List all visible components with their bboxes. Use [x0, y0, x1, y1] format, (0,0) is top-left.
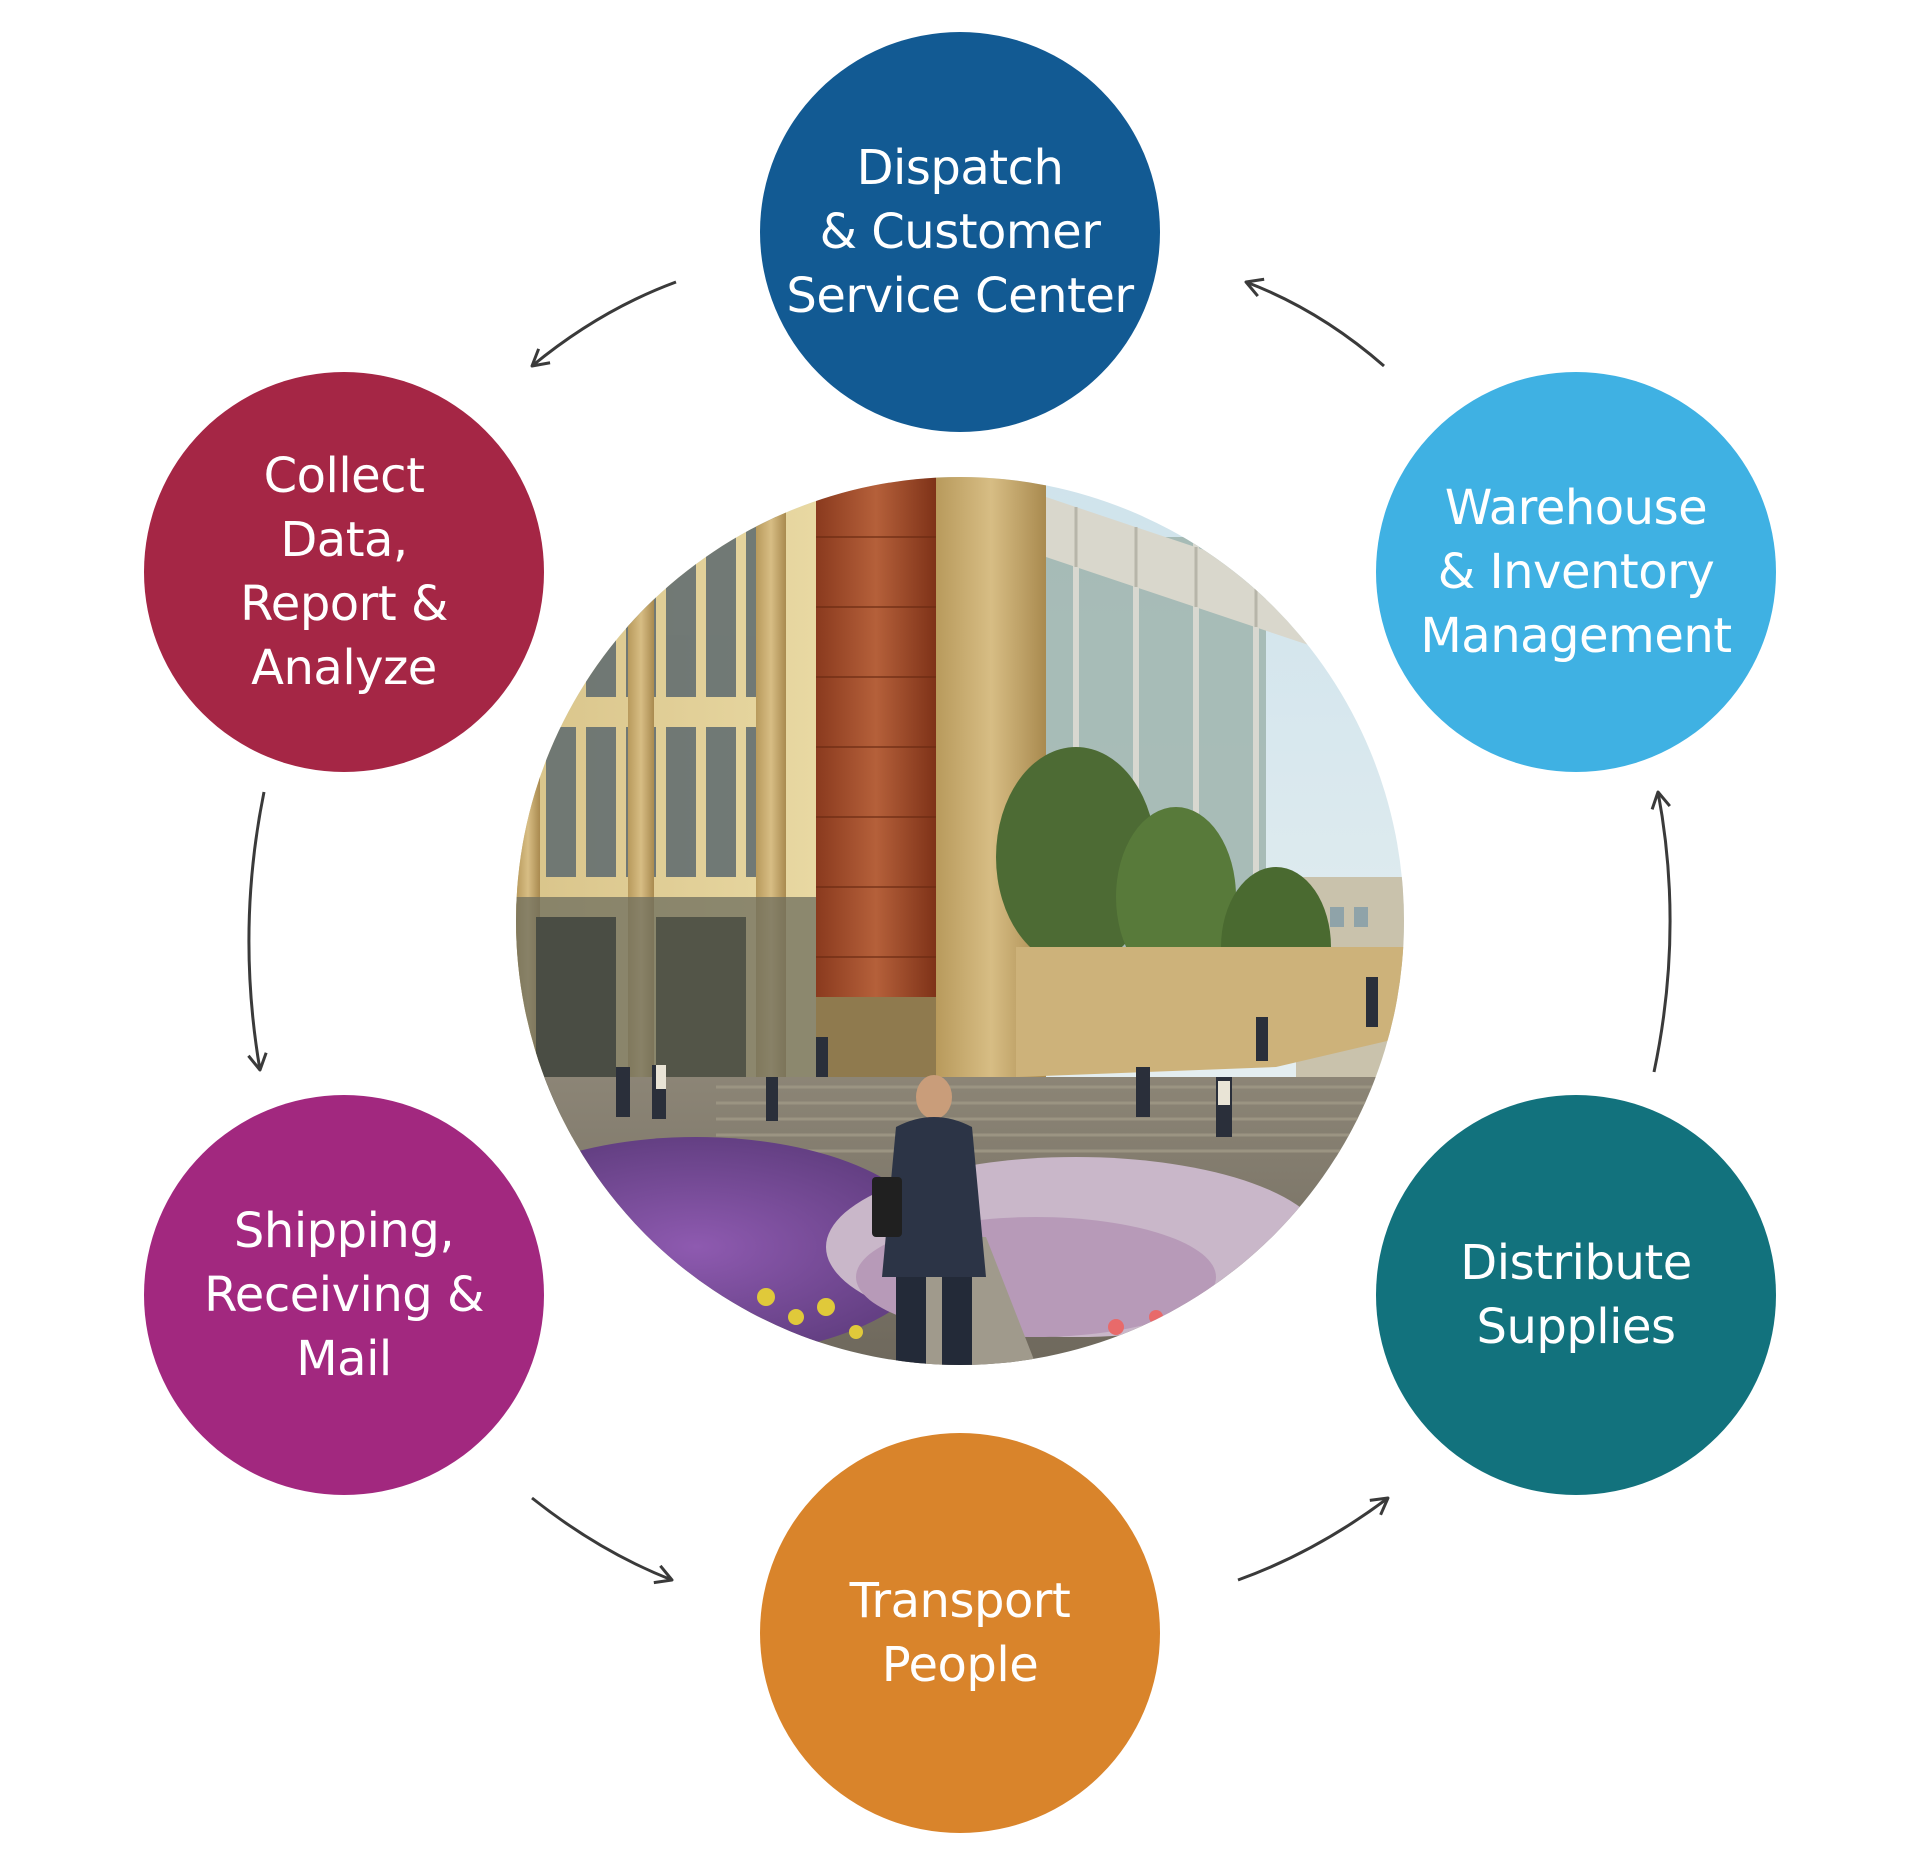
arrow-distribute-to-warehouse	[1650, 790, 1672, 1073]
arrow-warehouse-to-dispatch	[1244, 277, 1385, 368]
node-shipping-receiving-mail: Shipping, Receiving & Mail	[144, 1095, 544, 1495]
arrow-collect-to-shipping	[247, 791, 268, 1072]
building-plaza-illustration	[516, 477, 1404, 1365]
node-collect-data: Collect Data, Report & Analyze	[144, 372, 544, 772]
arrow-shipping-to-transport	[531, 1496, 674, 1585]
node-distribute-supplies: Distribute Supplies	[1376, 1095, 1776, 1495]
node-warehouse-inventory: Warehouse & Inventory Management	[1376, 372, 1776, 772]
arrow-transport-to-distribute	[1237, 1496, 1390, 1582]
node-transport-people: Transport People	[760, 1433, 1160, 1833]
center-photo	[516, 477, 1404, 1365]
node-dispatch-customer-service: Dispatch & Customer Service Center	[760, 32, 1160, 432]
walking-person	[872, 1075, 986, 1365]
arrow-dispatch-to-collect	[530, 280, 677, 368]
